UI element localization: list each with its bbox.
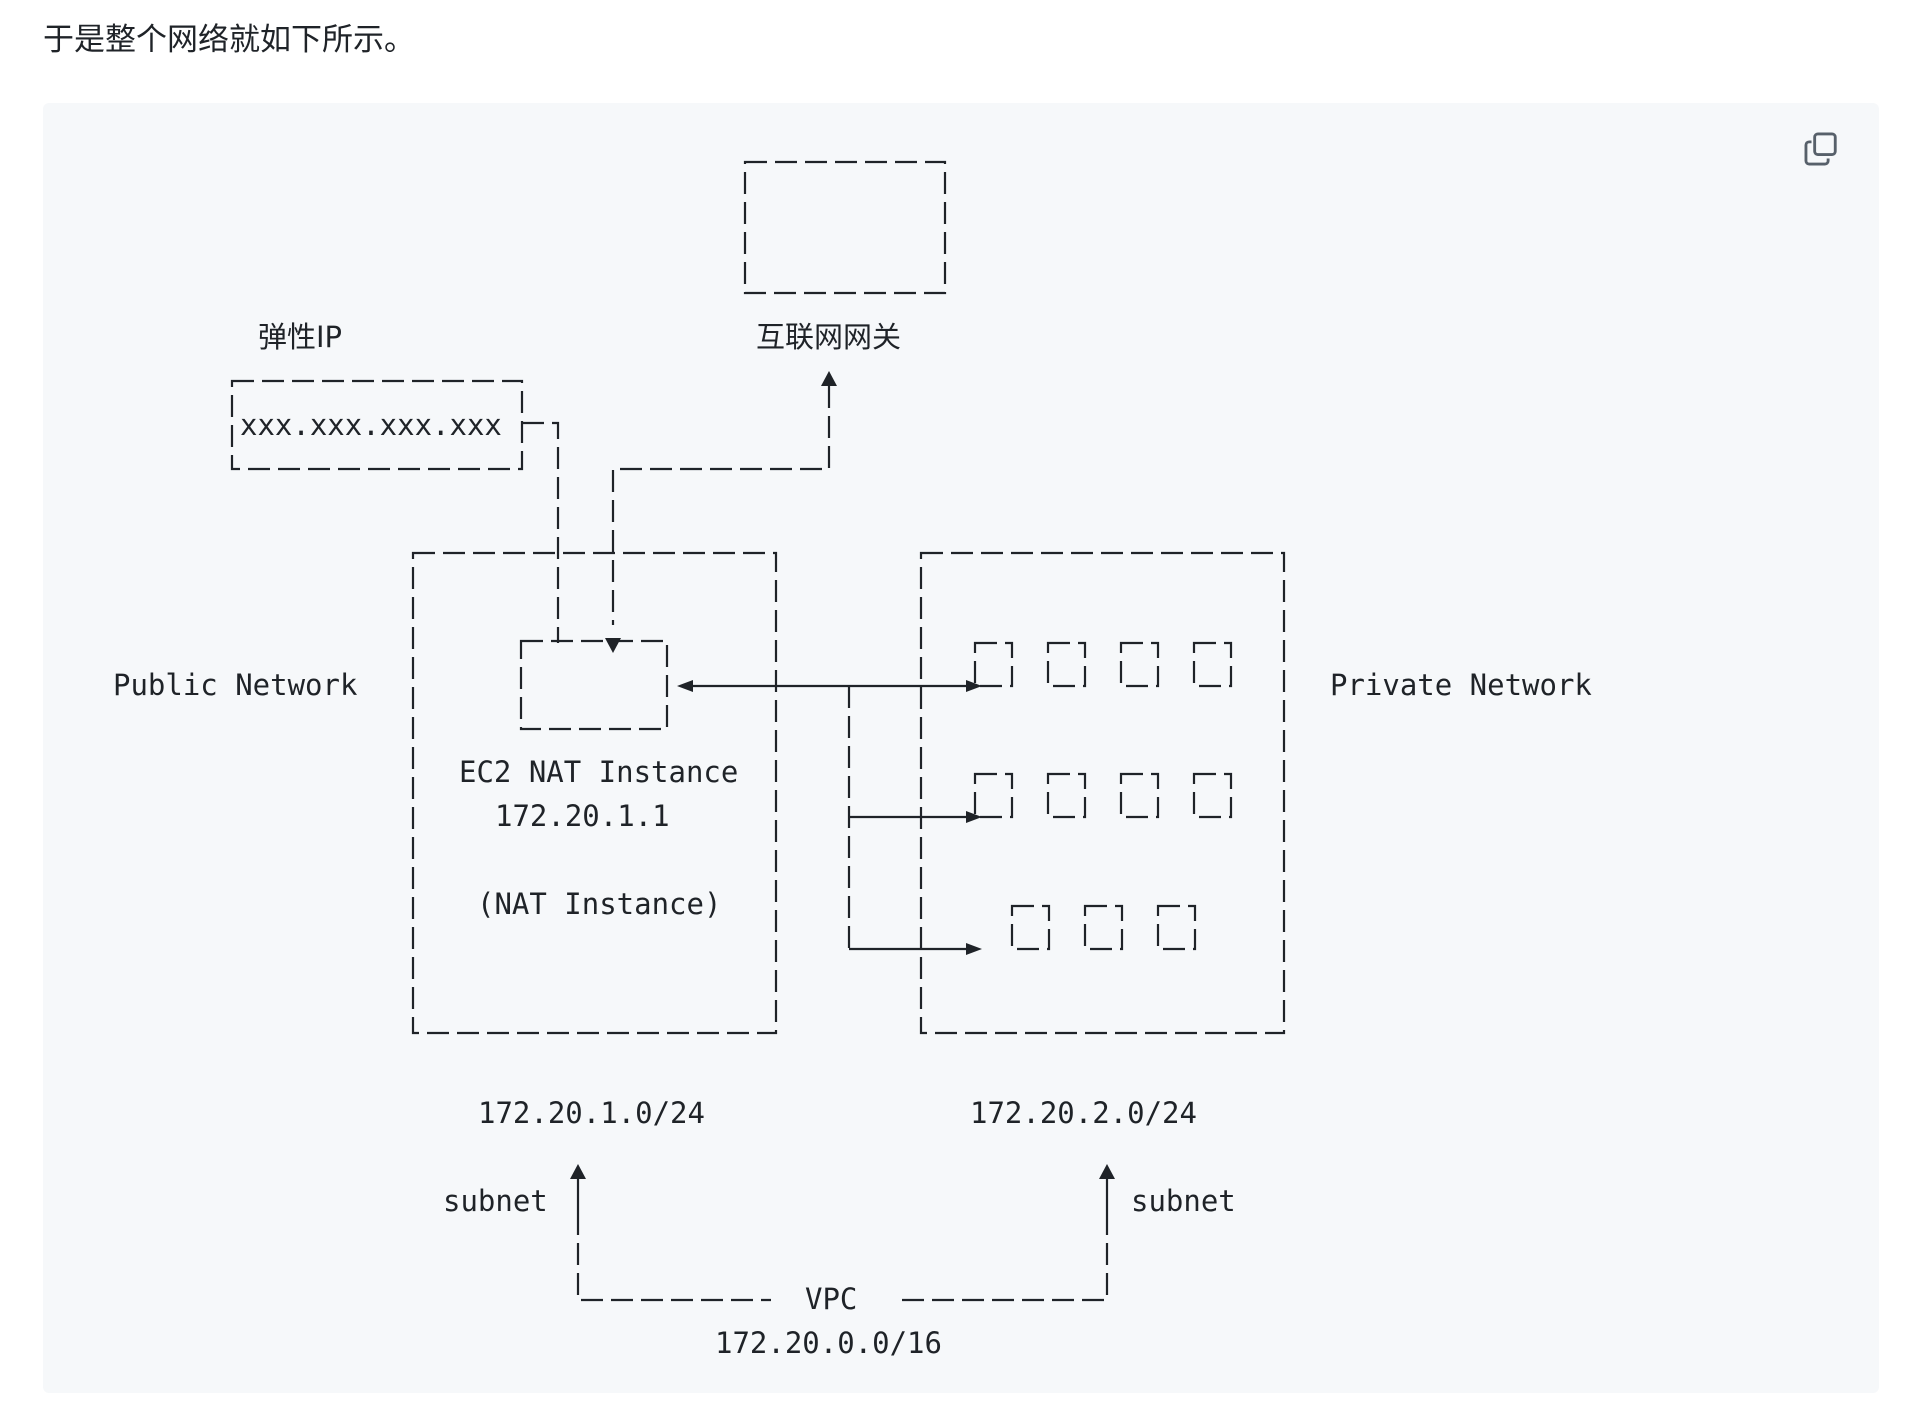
nat-instance-name: EC2 NAT Instance [459, 755, 738, 789]
private-host [973, 641, 1014, 688]
diagram-code-block: 互联网网关 弹性IP xxx.xxx.xxx.xxx Public Networ… [43, 103, 1879, 1393]
gateway-link-line [611, 386, 831, 625]
elastic-ip-value: xxx.xxx.xxx.xxx [240, 408, 502, 442]
private-host [1083, 904, 1124, 951]
network-diagram: 互联网网关 弹性IP xxx.xxx.xxx.xxx Public Networ… [113, 160, 1592, 1360]
nat-inbound-arrowhead [605, 638, 621, 653]
nat-return-arrowhead [677, 680, 693, 692]
subnet-label-left: subnet [443, 1184, 548, 1218]
vpc-cidr: 172.20.0.0/16 [715, 1326, 942, 1360]
public-subnet-arrowhead [570, 1164, 586, 1179]
nat-instance-ip: 172.20.1.1 [495, 799, 670, 833]
internet-gateway-label: 互联网网关 [756, 320, 901, 354]
private-host [1010, 904, 1051, 951]
private-host [1156, 904, 1197, 951]
private-host [973, 772, 1014, 819]
subnet-label-right: subnet [1131, 1184, 1236, 1218]
row2-arrowhead [966, 811, 982, 823]
copy-icon [1804, 132, 1837, 166]
row1-arrowhead [966, 680, 982, 692]
intro-text: 于是整个网络就如下所示。 [43, 22, 415, 58]
vpc-link-left-lower [576, 1213, 771, 1302]
gateway-arrowhead [821, 371, 837, 386]
vpc-label: VPC [805, 1282, 857, 1316]
internet-gateway-box [743, 160, 947, 295]
private-host [1046, 772, 1087, 819]
private-host [1192, 772, 1233, 819]
nat-instance-role: (NAT Instance) [477, 887, 721, 921]
private-host [1119, 772, 1160, 819]
copy-button[interactable] [1799, 127, 1843, 171]
private-hosts [973, 641, 1233, 951]
private-subnet-cidr: 172.20.2.0/24 [970, 1096, 1197, 1130]
elastic-ip-link-line [522, 421, 560, 643]
private-host [1119, 641, 1160, 688]
private-network-label: Private Network [1330, 668, 1592, 702]
vpc-link-right-lower [895, 1213, 1109, 1302]
private-subnet-box [919, 551, 1286, 1035]
nat-instance-box [519, 639, 669, 731]
elastic-ip-box [230, 379, 524, 471]
public-subnet-cidr: 172.20.1.0/24 [478, 1096, 705, 1130]
row3-arrowhead [966, 943, 982, 955]
private-host [1192, 641, 1233, 688]
public-network-label: Public Network [113, 668, 358, 702]
elastic-ip-label: 弹性IP [258, 320, 342, 354]
private-subnet-arrowhead [1099, 1164, 1115, 1179]
private-host [1046, 641, 1087, 688]
public-subnet-box [411, 551, 778, 1035]
